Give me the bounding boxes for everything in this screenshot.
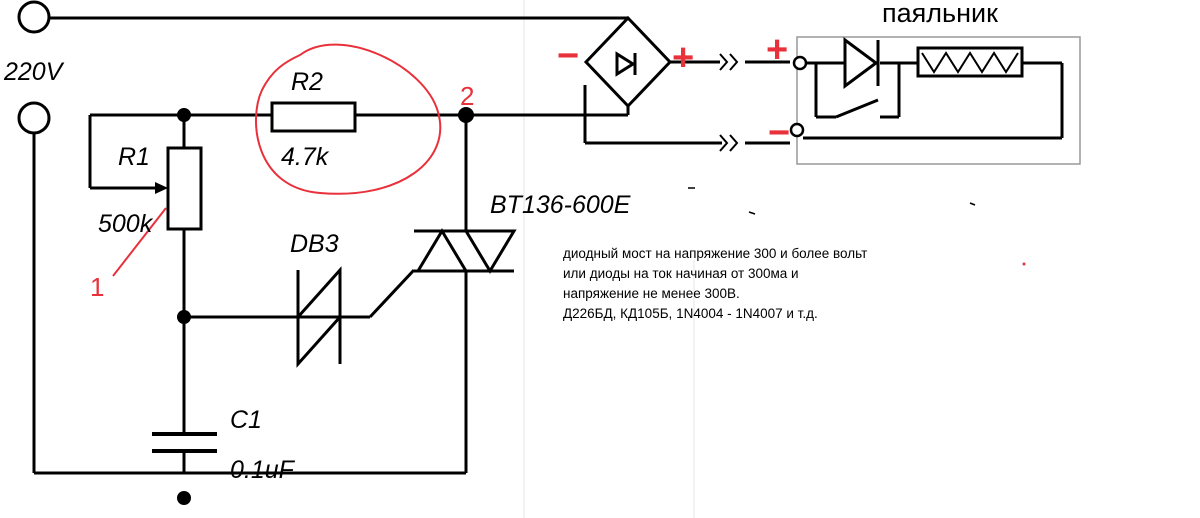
r2-name-label: R2 (291, 68, 323, 96)
mains-terminal-bottom (17, 101, 51, 135)
junction-dot-bottom (177, 491, 191, 505)
bridge-diode-symbol-icon (615, 51, 637, 77)
iron-minus-sign: − (768, 112, 790, 154)
mains-voltage-label: 220V (3, 58, 65, 86)
grid-lines (523, 0, 695, 518)
stray-dot (1022, 262, 1026, 266)
connector-chevrons (719, 53, 739, 152)
heating-element-icon (916, 46, 1024, 78)
stray-marks (688, 187, 976, 215)
r1-wiper-arrow-icon (155, 182, 168, 194)
r2-resistor-icon (270, 101, 357, 133)
soldering-iron-box (796, 36, 1081, 165)
c1-capacitor-icon (152, 432, 217, 453)
mains-terminal-top (17, 0, 51, 34)
note-line-1: диодный мост на напряжение 300 и более в… (563, 246, 868, 261)
bridge-minus-sign: − (557, 35, 579, 77)
junction-dot-r1-top (177, 108, 191, 122)
iron-terminal-plus (792, 55, 808, 71)
junction-dot-node-2 (458, 107, 474, 123)
r1-potentiometer-icon (166, 146, 203, 231)
bt136-triac-icon (414, 228, 517, 274)
db3-diac-icon (294, 266, 344, 368)
r2-value-label: 4.7k (281, 143, 330, 171)
note-line-2: или диоды на ток начиная от 300ма и (563, 266, 799, 281)
iron-switch-icon (835, 98, 879, 119)
junction-dot-diac (177, 310, 191, 324)
r1-name-label: R1 (118, 143, 150, 171)
diac-name-label: DB3 (290, 230, 339, 258)
bridge-plus-sign: + (672, 37, 694, 79)
r2-highlight-circle (255, 43, 442, 195)
component-note: диодный мост на напряжение 300 и более в… (563, 244, 1003, 324)
point-2-label: 2 (460, 81, 474, 111)
note-line-3: напряжение не менее 300В. (563, 286, 740, 301)
point-1-label: 1 (90, 272, 104, 302)
c1-value-label: 0.1uF (230, 456, 296, 484)
soldering-iron-title: паяльник (882, 0, 998, 28)
bridge-wiring (583, 16, 790, 145)
iron-diode-icon (843, 37, 880, 89)
note-line-4: Д226БД, КД105Б, 1N4004 - 1N4007 и т.д. (563, 306, 818, 321)
c1-name-label: C1 (230, 406, 262, 434)
iron-wiring (803, 61, 1064, 140)
iron-plus-sign: + (766, 29, 788, 71)
point-1-pointer-line (112, 207, 167, 277)
iron-terminal-minus (789, 122, 805, 138)
r1-value-label: 500k (98, 210, 154, 238)
triac-name-label: BT136-600E (490, 191, 631, 219)
